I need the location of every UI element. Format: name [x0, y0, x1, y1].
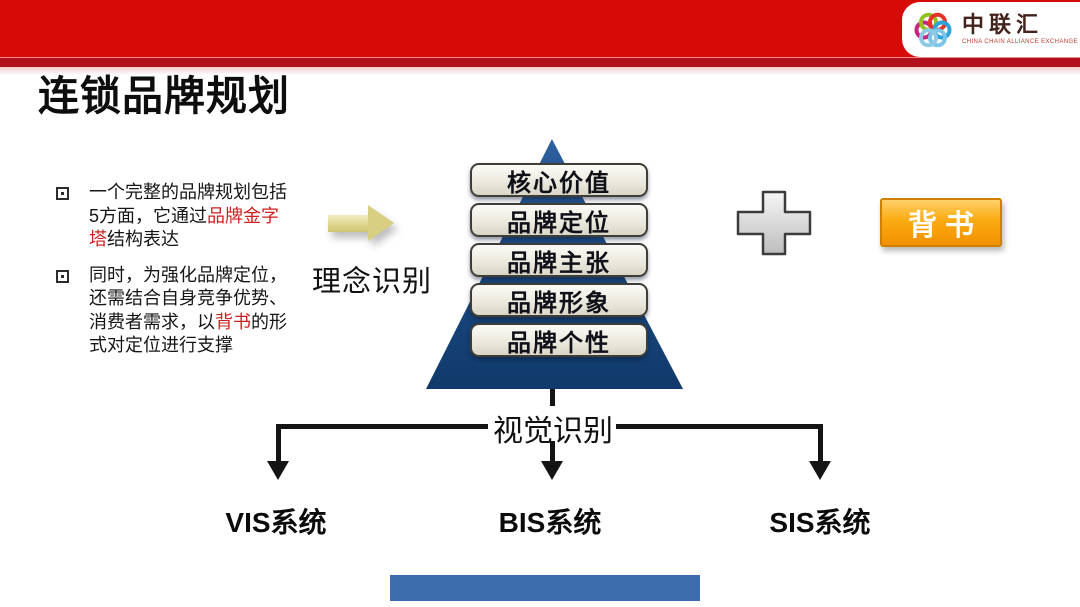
bullet-text-post: 结构表达	[107, 229, 179, 249]
system-label-bis: BIS系统	[498, 507, 602, 538]
pyramid-level: 品牌主张	[470, 243, 648, 277]
page-title: 连锁品牌规划	[38, 73, 290, 119]
header-bar-bottom-strip	[0, 57, 1080, 67]
bullet-text-pre: 同时，为强化品牌定位，还需结合自身竞争优势、消费者需求，以	[89, 264, 287, 332]
header-bar-shadow	[0, 67, 1080, 75]
right-arrow-icon	[328, 205, 396, 242]
connector-line-stub	[550, 389, 555, 406]
bullet-text-post: 的形式对定位进行支撑	[89, 311, 287, 356]
bullet-text-highlight: 品牌金字塔	[89, 205, 280, 250]
pyramid-level: 核心价值	[470, 163, 648, 197]
endorsement-button: 背书	[880, 198, 1002, 247]
header-bar	[0, 0, 1080, 57]
bullet-text-pre: 一个完整的品牌规划包括5方面，它通过	[89, 182, 287, 226]
bullet-text: 一个完整的品牌规划包括5方面，它通过品牌金字塔结构表达	[89, 181, 288, 252]
pyramid-level: 品牌形象	[470, 283, 648, 317]
logo-subtitle: CHINA CHAIN ALLIANCE EXCHANGE	[962, 39, 1078, 45]
bullet-item: 同时，为强化品牌定位，还需结合自身竞争优势、消费者需求，以背书的形式对定位进行支…	[56, 264, 306, 358]
connector-line-down-right	[818, 424, 823, 462]
system-label-sis: SIS系统	[769, 507, 871, 538]
pyramid-level: 品牌个性	[470, 323, 648, 357]
arrow-down-icon	[541, 461, 563, 480]
arrow-down-icon	[809, 461, 831, 480]
connector-line-down-center	[550, 441, 555, 462]
connector-line-down-left	[276, 424, 281, 462]
logo-text: 中联汇 CHINA CHAIN ALLIANCE EXCHANGE	[962, 12, 1078, 46]
concept-identity-label: 理念识别	[312, 266, 433, 298]
right-arrow-body	[328, 215, 368, 232]
plus-icon	[736, 190, 812, 256]
system-label-vis: VIS系统	[225, 507, 327, 538]
logo: 中联汇 CHINA CHAIN ALLIANCE EXCHANGE	[902, 2, 1080, 57]
right-arrow-head	[368, 205, 394, 241]
flower-rings-icon	[914, 12, 952, 47]
square-bullet-icon	[56, 187, 69, 200]
bullet-text: 同时，为强化品牌定位，还需结合自身竞争优势、消费者需求，以背书的形式对定位进行支…	[89, 264, 288, 358]
connector-line-right	[616, 424, 822, 429]
logo-name: 中联汇	[962, 12, 1044, 37]
connector-line-left	[276, 424, 488, 429]
pyramid-level: 品牌定位	[470, 203, 648, 237]
bullet-text-highlight: 背书	[215, 311, 251, 332]
arrow-down-icon	[267, 461, 289, 480]
bullet-item: 一个完整的品牌规划包括5方面，它通过品牌金字塔结构表达	[56, 181, 306, 252]
square-bullet-icon	[56, 269, 69, 283]
footer-accent-bar	[390, 575, 700, 601]
bullet-list: 一个完整的品牌规划包括5方面，它通过品牌金字塔结构表达 同时，为强化品牌定位，还…	[56, 181, 306, 370]
